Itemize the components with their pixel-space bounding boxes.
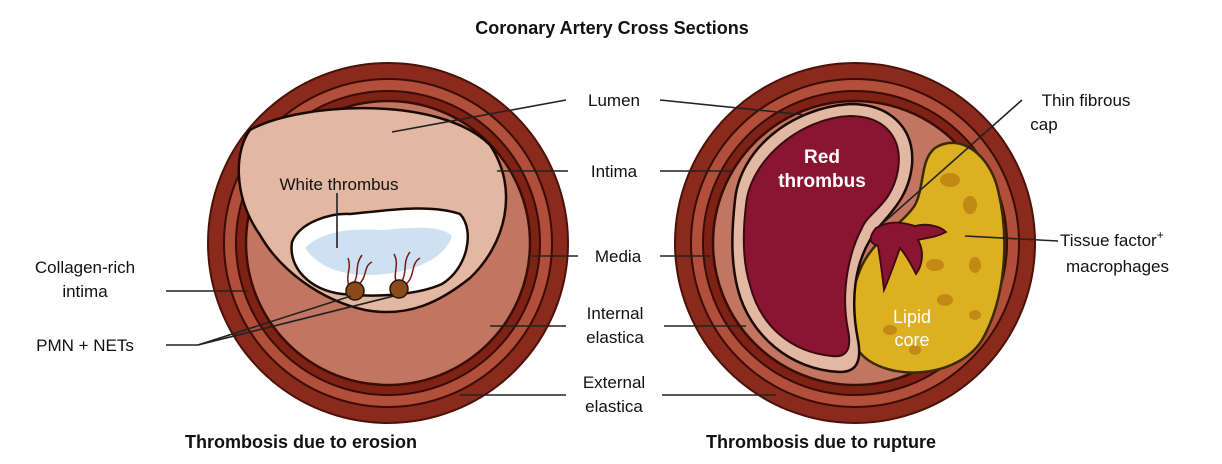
external-elastica-label-line2: elastica bbox=[585, 397, 643, 416]
tissue-factor-text: Tissue factor bbox=[1060, 231, 1157, 250]
pmn-cell-2 bbox=[390, 280, 408, 298]
external-elastica-label-line1: External bbox=[583, 373, 645, 392]
internal-elastica-label-line2: elastica bbox=[586, 328, 644, 347]
red-thrombus-label-line2: thrombus bbox=[778, 171, 866, 192]
artery-rupture: Red thrombus Lipid core bbox=[675, 63, 1035, 423]
artery-erosion bbox=[208, 63, 568, 423]
tissue-factor-superscript: + bbox=[1157, 228, 1164, 242]
tissue-factor-label-line2: macrophages bbox=[1066, 257, 1169, 276]
lipid-core-label-line1: Lipid bbox=[893, 307, 931, 327]
tissue-factor-label-line1: Tissue factor+ bbox=[1060, 228, 1164, 250]
internal-elastica-label-line1: Internal bbox=[587, 304, 644, 323]
thin-fibrous-cap-label-line1: Thin fibrous bbox=[1042, 91, 1131, 110]
white-thrombus-label: White thrombus bbox=[279, 175, 398, 194]
caption-rupture: Thrombosis due to rupture bbox=[706, 432, 936, 452]
media-label: Media bbox=[595, 247, 642, 266]
thin-fibrous-cap-label-line2: cap bbox=[1030, 115, 1057, 134]
caption-erosion: Thrombosis due to erosion bbox=[185, 432, 417, 452]
diagram-title: Coronary Artery Cross Sections bbox=[475, 18, 748, 38]
collagen-rich-label-line2: intima bbox=[62, 282, 108, 301]
pmn-nets-label: PMN + NETs bbox=[36, 336, 134, 355]
lipid-core-label-line2: core bbox=[894, 330, 929, 350]
red-thrombus-label-line1: Red bbox=[804, 147, 840, 168]
collagen-rich-label-line1: Collagen-rich bbox=[35, 258, 135, 277]
lumen-label: Lumen bbox=[588, 91, 640, 110]
intima-label: Intima bbox=[591, 162, 638, 181]
